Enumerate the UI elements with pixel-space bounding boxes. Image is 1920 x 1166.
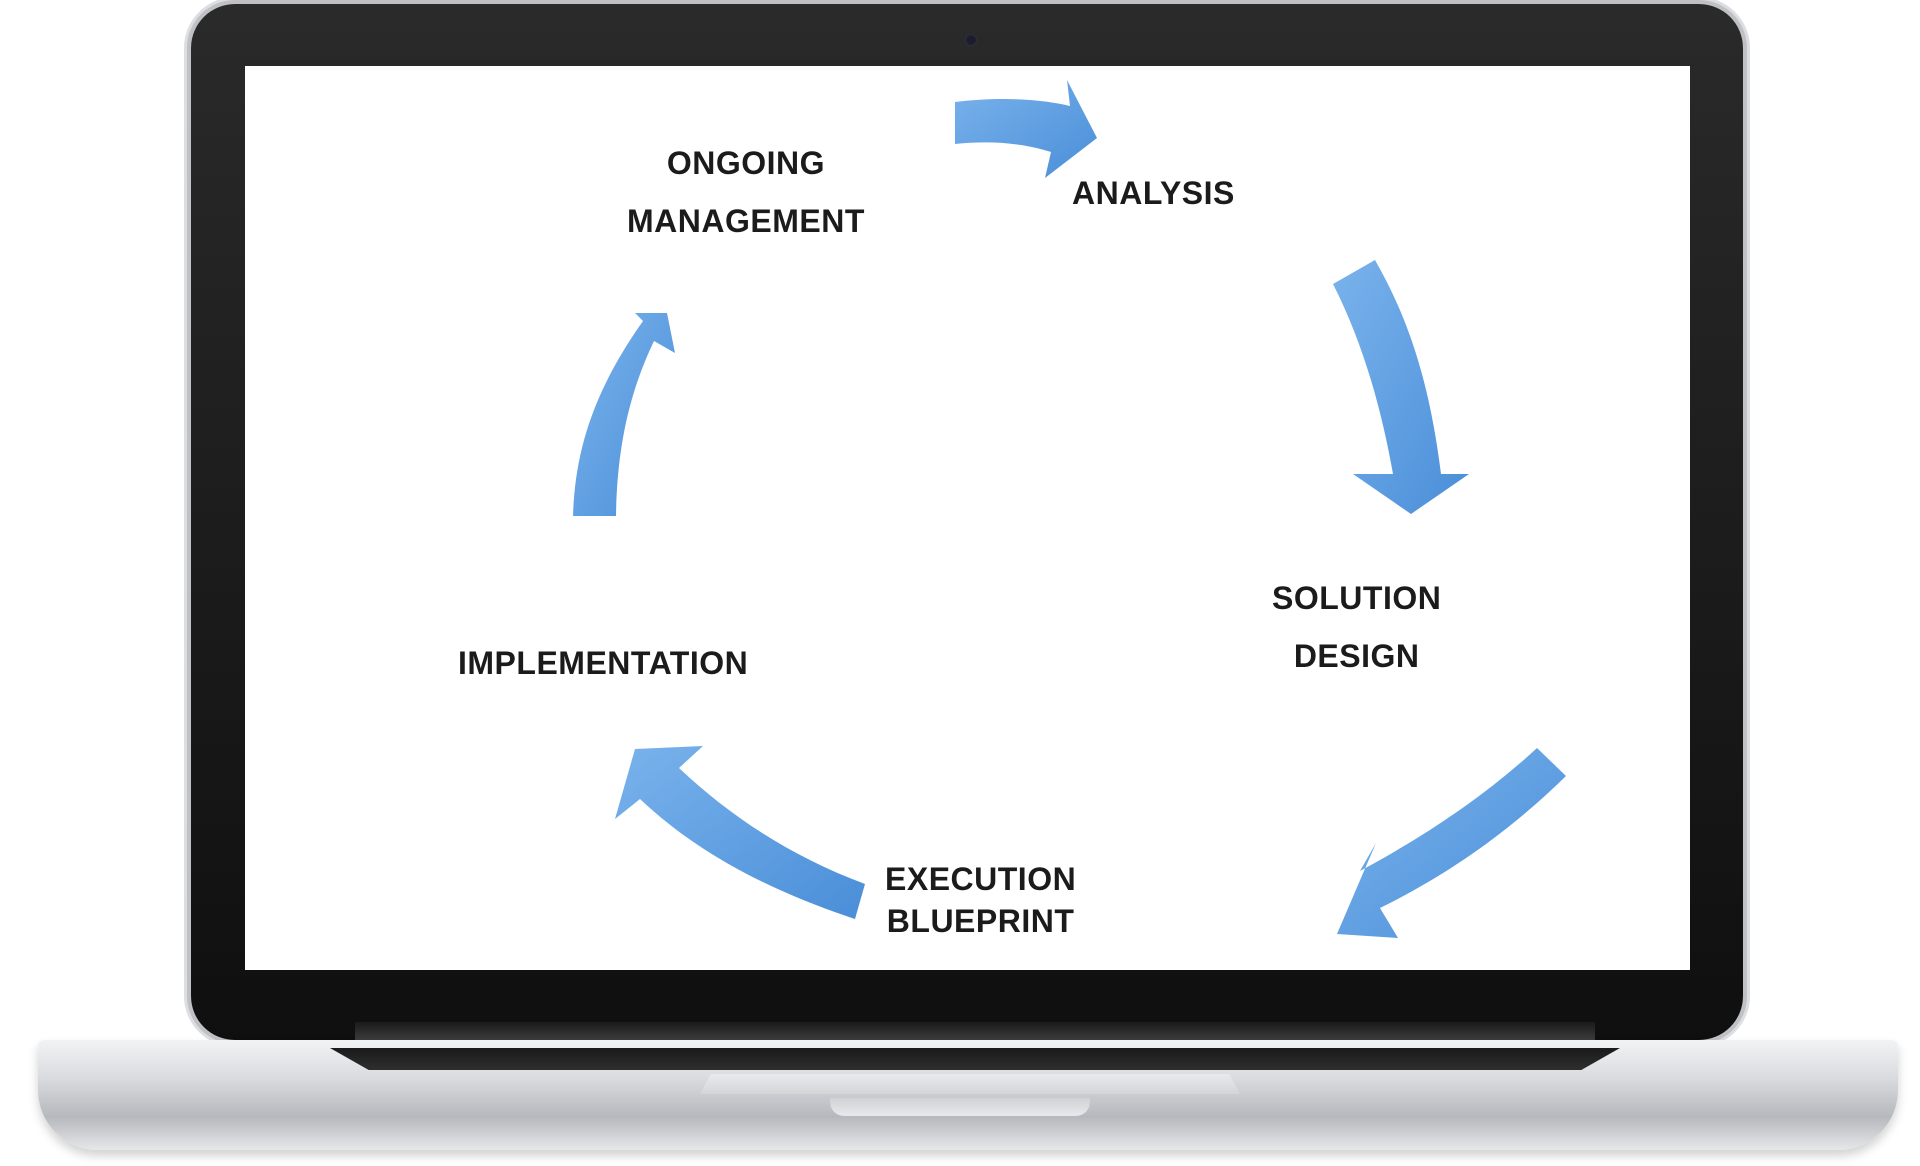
arrow-solution-design-to-execution-blueprint bbox=[1337, 748, 1566, 938]
stage-label-implementation: IMPLEMENTATION bbox=[458, 634, 748, 692]
laptop-screen: ANALYSIS SOLUTION DESIGN EXECUTION BLUEP… bbox=[245, 66, 1690, 970]
arrow-implementation-to-management bbox=[573, 313, 675, 516]
stage-label-ongoing-management: ONGOING MANAGEMENT bbox=[627, 134, 865, 250]
arrow-execution-blueprint-to-implementation bbox=[615, 746, 865, 919]
webcam-icon bbox=[965, 34, 977, 46]
stage-label-line: BLUEPRINT bbox=[886, 903, 1075, 939]
keyboard-edge bbox=[330, 1048, 1620, 1070]
stage-label-line: EXECUTION bbox=[885, 861, 1077, 897]
stage-label-execution-blueprint: EXECUTION BLUEPRINT bbox=[885, 858, 1076, 942]
stage-label-solution-design: SOLUTION DESIGN bbox=[1272, 569, 1441, 685]
arrow-management-to-analysis bbox=[955, 80, 1097, 178]
arrow-analysis-to-solution-design bbox=[1333, 260, 1469, 514]
stage-label-line: DESIGN bbox=[1293, 638, 1420, 674]
trackpad bbox=[700, 1074, 1240, 1094]
cycle-arrows bbox=[573, 80, 1566, 938]
stage-label-line: ONGOING bbox=[666, 145, 826, 181]
stage-label-line: ANALYSIS bbox=[1072, 175, 1235, 211]
laptop-hinge bbox=[355, 1022, 1595, 1040]
lid-opening-notch bbox=[830, 1098, 1090, 1116]
stage-label-line: MANAGEMENT bbox=[627, 203, 865, 239]
stage-label-line: SOLUTION bbox=[1272, 580, 1442, 616]
stage-label-analysis: ANALYSIS bbox=[1072, 164, 1235, 222]
stage-label-line: IMPLEMENTATION bbox=[458, 645, 749, 681]
